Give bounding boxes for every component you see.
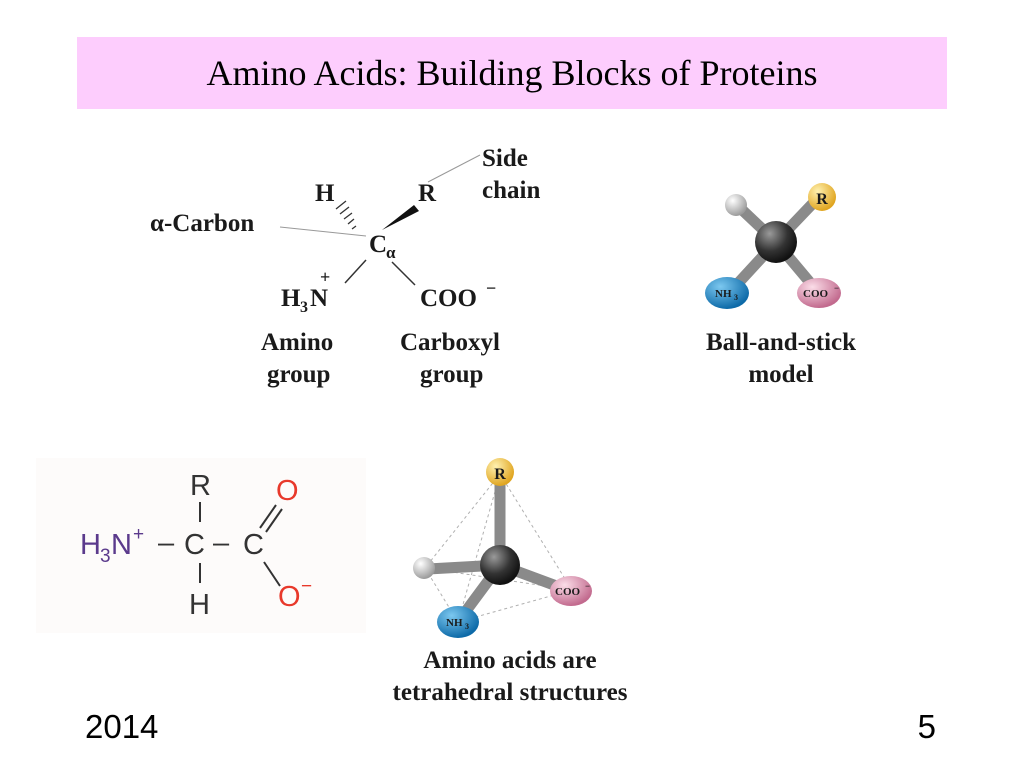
carboxyl-group-label-line2: group bbox=[420, 361, 483, 388]
nh3-ball-subscript: 3 bbox=[734, 293, 738, 302]
skeletal-formula: R H 3 N + – C – C H O O − bbox=[36, 458, 366, 633]
footer-year: 2014 bbox=[85, 708, 159, 745]
tetra-nh3-ball bbox=[437, 606, 479, 638]
nh3-ball-label: NH bbox=[715, 288, 732, 300]
skeletal-bond-left: – bbox=[158, 527, 175, 559]
tetra-r-ball-label: R bbox=[494, 466, 506, 483]
tetra-caption-line2: tetrahedral structures bbox=[393, 679, 628, 706]
carboxyl-formula: COO bbox=[420, 285, 477, 312]
r-ball-label: R bbox=[816, 191, 828, 208]
solid-wedge-bond bbox=[382, 205, 419, 230]
skeletal-amino-n: N bbox=[111, 529, 132, 561]
side-chain-label-line2: chain bbox=[482, 177, 540, 204]
ball-and-stick-model: R NH 3 COO − Ball-and-stick model bbox=[705, 183, 856, 388]
tetra-coo-label: COO bbox=[555, 586, 581, 598]
slide-number: 5 bbox=[917, 708, 936, 745]
carboxyl-charge: − bbox=[486, 278, 496, 298]
structural-formula: Side chain α-Carbon H R C α H 3 N + COO … bbox=[150, 145, 540, 388]
side-chain-leader-line bbox=[427, 154, 481, 183]
slide-title: Amino Acids: Building Blocks of Proteins bbox=[206, 53, 818, 93]
alpha-carbon-subscript: α bbox=[386, 243, 396, 262]
nh3-ball bbox=[705, 277, 749, 309]
ball-stick-caption-line2: model bbox=[748, 361, 813, 388]
skeletal-amino-plus: + bbox=[133, 524, 144, 545]
tetra-hydrogen-ball bbox=[413, 557, 435, 579]
bond-to-carboxyl bbox=[391, 261, 416, 286]
skeletal-background bbox=[36, 458, 366, 633]
carboxyl-group-label-line1: Carboxyl bbox=[400, 329, 500, 356]
skeletal-amino-h: H bbox=[80, 529, 101, 561]
carbon-ball bbox=[755, 221, 797, 263]
ball-stick-caption-line1: Ball-and-stick bbox=[706, 329, 856, 356]
tetra-coo-ball bbox=[550, 576, 592, 606]
title-bar: Amino Acids: Building Blocks of Proteins bbox=[77, 37, 947, 109]
amino-group-label-line1: Amino bbox=[261, 329, 333, 356]
tetra-carbon-ball bbox=[480, 545, 520, 585]
coo-ball-charge: − bbox=[834, 283, 839, 293]
amino-n: N bbox=[310, 285, 328, 312]
tetra-coo-charge: − bbox=[585, 581, 590, 591]
alpha-carbon-symbol: C bbox=[369, 231, 387, 258]
side-chain-label-line1: Side bbox=[482, 145, 528, 172]
amino-plus: + bbox=[320, 267, 330, 287]
skeletal-c-left: C bbox=[184, 529, 205, 561]
alpha-carbon-leader-line bbox=[279, 226, 367, 237]
tetra-caption-line1: Amino acids are bbox=[423, 647, 596, 674]
alpha-carbon-label: α-Carbon bbox=[150, 210, 254, 237]
amino-h: H bbox=[281, 285, 301, 312]
skeletal-o-top: O bbox=[276, 475, 299, 507]
hydrogen-ball bbox=[725, 194, 747, 216]
skeletal-o-bottom: O bbox=[278, 581, 301, 613]
skeletal-bond-right: – bbox=[213, 527, 230, 559]
coo-ball bbox=[797, 278, 841, 308]
skeletal-c-right: C bbox=[243, 529, 264, 561]
skeletal-o-minus: − bbox=[301, 576, 312, 597]
coo-ball-label: COO bbox=[803, 288, 829, 300]
amino-group-label-line2: group bbox=[267, 361, 330, 388]
tetra-r-ball bbox=[486, 458, 514, 486]
hydrogen-atom: H bbox=[315, 180, 335, 207]
amino-subscript: 3 bbox=[300, 299, 308, 316]
hashed-wedge-bond bbox=[335, 200, 357, 230]
skeletal-amino-subscript: 3 bbox=[100, 546, 111, 567]
tetra-nh3-subscript: 3 bbox=[465, 622, 469, 631]
skeletal-h-bottom: H bbox=[189, 589, 210, 621]
skeletal-r: R bbox=[190, 470, 211, 502]
bond-to-amino bbox=[344, 259, 367, 284]
r-ball bbox=[808, 183, 836, 211]
tetra-nh3-label: NH bbox=[446, 617, 463, 629]
tetrahedral-model: R COO − NH 3 Amino acids are tetrahedral… bbox=[393, 458, 628, 706]
r-group: R bbox=[418, 180, 437, 207]
